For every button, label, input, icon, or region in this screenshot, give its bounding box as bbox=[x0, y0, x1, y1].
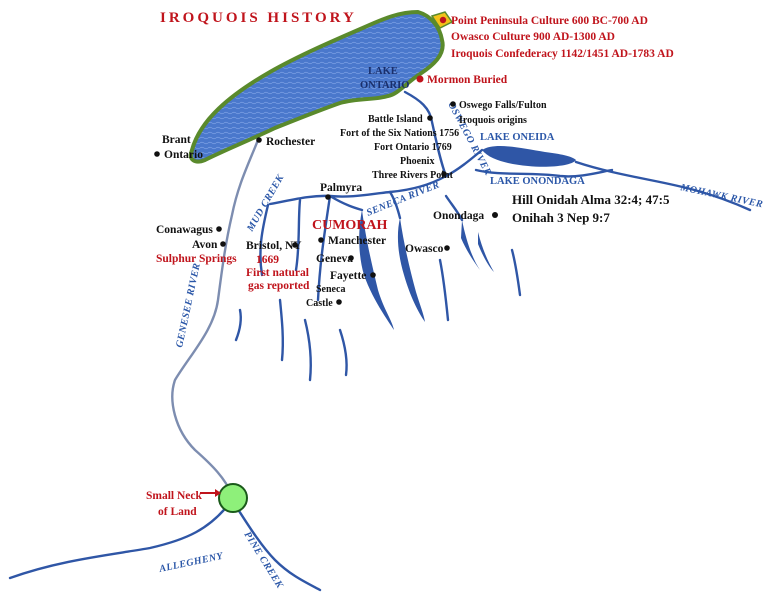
lake-ontario-label-2: ONTARIO bbox=[360, 80, 409, 91]
bristol-dot bbox=[292, 242, 298, 248]
oswego-river-line bbox=[403, 90, 448, 178]
seneca-castle-dot bbox=[336, 299, 342, 305]
seneca-river-label: SENECA RIVER bbox=[365, 179, 441, 218]
fort-ontario-label: Fort Ontario 1769 bbox=[374, 142, 452, 153]
tributary-8 bbox=[510, 248, 522, 297]
finger-lake-seneca bbox=[359, 210, 394, 330]
rochester-label: Rochester bbox=[266, 136, 315, 148]
year-1669-label: 1669 bbox=[256, 254, 279, 266]
tributary-7 bbox=[438, 258, 450, 322]
ontario-dot bbox=[154, 151, 160, 157]
palmyra-dot bbox=[325, 194, 331, 200]
avon-dot bbox=[220, 241, 226, 247]
small-neck-label: Small Neck bbox=[146, 490, 203, 502]
iroquois-origins-label: Iroquois origins bbox=[459, 115, 527, 126]
manchester-label: Manchester bbox=[328, 235, 386, 247]
battle-island-dot bbox=[427, 115, 433, 121]
small-neck-circle bbox=[218, 483, 248, 513]
avon-label: Avon bbox=[192, 239, 218, 251]
lake-oneida-label: LAKE ONEIDA bbox=[480, 132, 555, 143]
geneva-dot bbox=[348, 255, 354, 261]
onondaga-label: Onondaga bbox=[433, 210, 484, 222]
owasco-town-label: Owasco bbox=[405, 243, 444, 255]
brant-label: Brant bbox=[162, 134, 191, 146]
finger-lake-owasco bbox=[461, 220, 480, 270]
gas-reported-label: gas reported bbox=[248, 280, 310, 292]
tributary-3 bbox=[234, 308, 242, 342]
mohawk-river-label: MOHAWK RIVER bbox=[678, 182, 764, 210]
lake-ontario-shape bbox=[188, 9, 445, 164]
first-natural-label: First natural bbox=[246, 267, 309, 279]
mohawk-river-line bbox=[574, 160, 752, 212]
seneca-label: Seneca bbox=[316, 284, 345, 295]
oswego-falls-dot bbox=[450, 101, 456, 107]
confederacy-label: Iroquois Confederacy 1142/1451 AD-1783 A… bbox=[451, 48, 674, 60]
cayuga-connector-line bbox=[388, 190, 402, 220]
mud-creek-label: MUD CREEK bbox=[245, 172, 287, 234]
lake-onondaga-label: LAKE ONONDAGA bbox=[490, 176, 585, 187]
of-land-label: of Land bbox=[158, 506, 197, 518]
oneida-outlet-line bbox=[444, 148, 484, 178]
fayette-dot bbox=[370, 272, 376, 278]
finger-lake-cayuga bbox=[397, 218, 425, 322]
sulphur-springs-label: Sulphur Springs bbox=[156, 253, 237, 265]
palmyra-label: Palmyra bbox=[320, 182, 362, 194]
point-peninsula-label: Point Peninsula Culture 600 BC-700 AD bbox=[451, 15, 648, 27]
ontario-label: Ontario bbox=[164, 149, 203, 161]
point-peninsula-dot bbox=[439, 16, 447, 24]
tributary-2 bbox=[316, 194, 332, 302]
lake-oneida-shape bbox=[482, 146, 576, 167]
owasco-connector-line bbox=[444, 194, 464, 222]
finger-lake-skaneateles bbox=[478, 232, 494, 272]
mormon-buried-label: Mormon Buried bbox=[427, 74, 508, 86]
genesee-river-label: GENESEE RIVER bbox=[174, 262, 203, 349]
tributary-1 bbox=[294, 198, 302, 272]
small-neck-arrowhead bbox=[215, 489, 221, 497]
genesee-river-line bbox=[171, 138, 260, 497]
allegheny-label: ALLEGHENY bbox=[157, 551, 224, 576]
onondaga-dot bbox=[492, 212, 498, 218]
owasco-culture-label: Owasco Culture 900 AD-1300 AD bbox=[451, 31, 615, 43]
three-rivers-label: Three Rivers Point bbox=[372, 170, 454, 181]
oswego-falls-label: Oswego Falls/Fulton bbox=[459, 100, 547, 111]
allegheny-river-line bbox=[8, 498, 322, 592]
phoenix-label: Phoenix bbox=[400, 156, 434, 167]
owasco-dot bbox=[444, 245, 450, 251]
manchester-dot bbox=[318, 237, 324, 243]
castle-label: Castle bbox=[306, 298, 333, 309]
three-rivers-dot bbox=[441, 171, 447, 177]
conawagus-label: Conawagus bbox=[156, 224, 213, 236]
map-title: IROQUOIS HISTORY bbox=[160, 10, 357, 26]
hill-onidah-label: Hill Onidah Alma 32:4; 47:5 bbox=[512, 192, 670, 207]
conawagus-dot bbox=[216, 226, 222, 232]
mormon-buried-dot bbox=[416, 75, 424, 83]
geneva-label: Geneva bbox=[316, 253, 353, 265]
pine-creek-label: PINE CREEK bbox=[241, 530, 285, 591]
fayette-label: Fayette bbox=[330, 270, 366, 282]
seneca-connector-line bbox=[328, 194, 364, 212]
tributary-6 bbox=[338, 328, 348, 377]
tributary-5 bbox=[303, 318, 312, 382]
onondaga-line bbox=[474, 168, 614, 178]
rochester-dot bbox=[256, 137, 262, 143]
onihah-label: Onihah 3 Nep 9:7 bbox=[512, 210, 610, 225]
cumorah-label: CUMORAH bbox=[312, 218, 388, 233]
tributary-4 bbox=[278, 298, 285, 362]
seneca-river-line bbox=[268, 174, 448, 206]
fort-six-nations-label: Fort of the Six Nations 1756 bbox=[340, 128, 459, 139]
bristol-label: Bristol, NY bbox=[246, 240, 302, 252]
battle-island-label: Battle Island bbox=[368, 114, 423, 125]
lake-ontario-label-1: LAKE bbox=[368, 66, 398, 77]
mud-creek-line bbox=[259, 203, 270, 277]
